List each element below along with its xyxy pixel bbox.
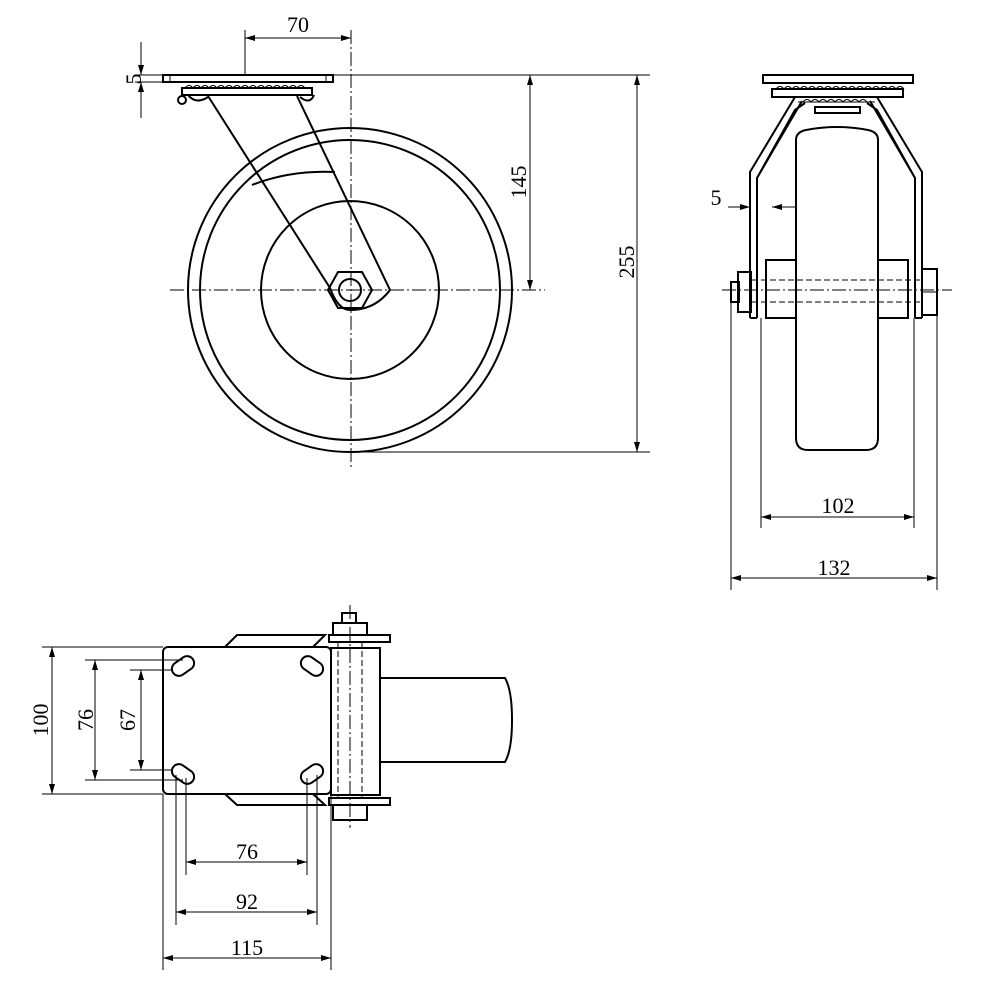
dim-70-label: 70 bbox=[287, 12, 309, 37]
dim-145-label: 145 bbox=[506, 166, 531, 199]
bottom-view: 100 76 67 76 92 115 bbox=[28, 605, 514, 970]
wheel-tread bbox=[380, 677, 514, 763]
top-plate bbox=[162, 74, 334, 105]
dim-76-horizontal-label: 76 bbox=[236, 839, 258, 864]
dim-92-label: 92 bbox=[236, 889, 258, 914]
side-view: 5 102 132 bbox=[711, 74, 952, 590]
dim-76-vertical-label: 76 bbox=[73, 709, 98, 731]
dim-132-label: 132 bbox=[818, 555, 851, 580]
dim-67-label: 67 bbox=[115, 709, 140, 731]
dim-100-label: 100 bbox=[28, 704, 53, 737]
dim-255-label: 255 bbox=[614, 246, 639, 279]
dim-5-label: 5 bbox=[121, 74, 146, 85]
mounting-slots bbox=[170, 655, 325, 785]
dim-5-gap-label: 5 bbox=[711, 185, 722, 210]
dim-102-label: 102 bbox=[822, 493, 855, 518]
dimension-lines bbox=[42, 646, 332, 970]
wheel-tread bbox=[795, 126, 879, 451]
front-view: 70 5 145 255 bbox=[121, 12, 650, 470]
fork-legs bbox=[749, 96, 923, 319]
dim-115-label: 115 bbox=[231, 935, 263, 960]
dimension-lines bbox=[728, 204, 938, 590]
dimension-lines bbox=[135, 30, 650, 453]
